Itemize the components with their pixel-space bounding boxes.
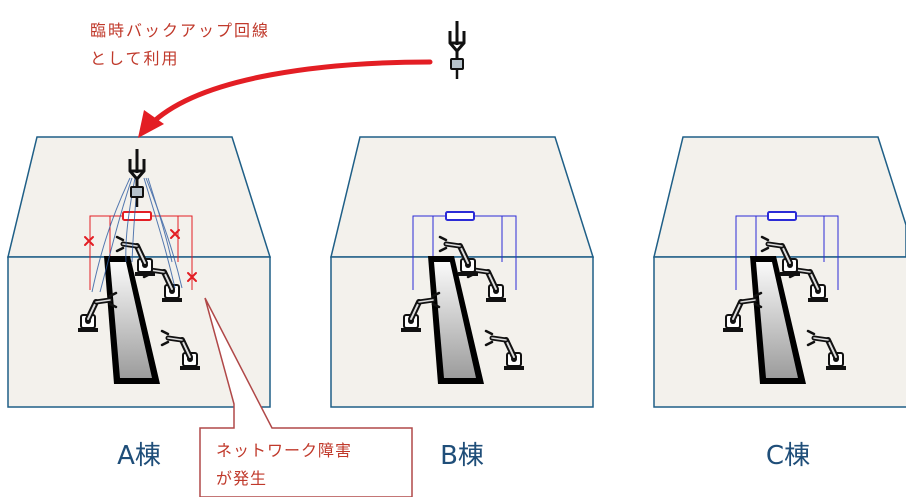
- antenna-icon: [448, 19, 466, 81]
- network-switch-icon: [767, 211, 797, 221]
- network-links: [735, 215, 839, 290]
- backup-annotation-line2: として利用: [90, 49, 180, 68]
- building-label-a: A棟: [117, 441, 161, 471]
- building-label-b: B棟: [440, 441, 484, 471]
- building-b: [330, 136, 595, 408]
- failure-callout-line2: が発生: [216, 469, 267, 488]
- building-a: [7, 136, 272, 408]
- failure-callout: ネットワーク障害 が発生: [199, 297, 413, 497]
- x-mark-icon: [84, 229, 197, 282]
- backup-arrow: [138, 59, 433, 138]
- building-label-c: C棟: [766, 441, 810, 471]
- failure-callout-line1: ネットワーク障害: [216, 441, 352, 460]
- network-switch-icon: [122, 211, 152, 221]
- backup-annotation-line1: 臨時バックアップ回線: [90, 21, 270, 40]
- network-switch-icon: [445, 211, 475, 221]
- building-c: [653, 136, 906, 408]
- network-links: [412, 215, 517, 290]
